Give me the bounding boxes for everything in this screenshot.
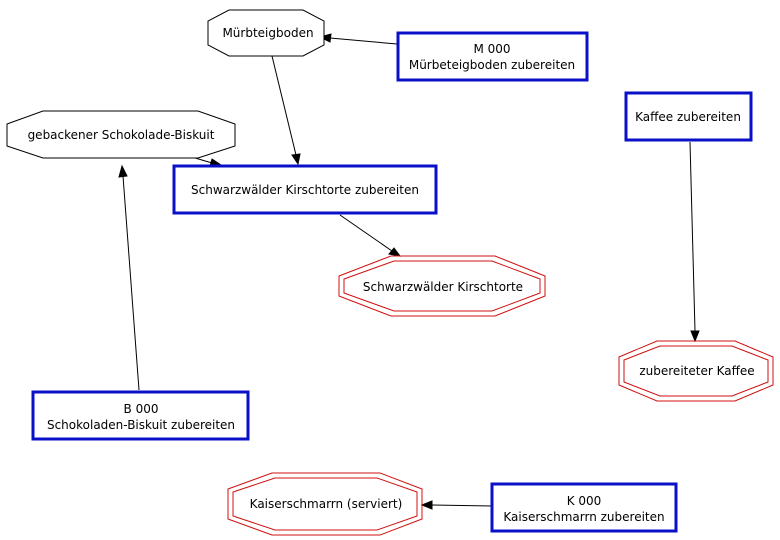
node-schwarzwaelder-kirschtorte[interactable]: Schwarzwälder Kirschtorte: [338, 255, 546, 317]
node-k000-code: K 000: [567, 494, 602, 508]
edge-b000-to-biskuit: [118, 164, 140, 391]
node-zubereiteter-kaffee-label: zubereiteter Kaffee: [639, 364, 754, 378]
node-schwarzwaelder-kirschtorte-label: Schwarzwälder Kirschtorte: [363, 280, 523, 294]
node-k000-label: Kaiserschmarrn zubereiten: [503, 510, 664, 524]
node-m000-label: Mürbeteigboden zubereiten: [409, 58, 575, 72]
node-schwarzwaelder-kirschtorte-task-label: Schwarzwälder Kirschtorte zubereiten: [191, 183, 419, 197]
node-schwarzwaelder-kirschtorte-task[interactable]: Schwarzwälder Kirschtorte zubereiten: [172, 164, 438, 215]
edge-m000-to-muerbteigboden: [318, 33, 398, 45]
edge-torte-task-to-torte: [339, 214, 402, 257]
node-muerbteigboden-label: Mürbteigboden: [222, 26, 313, 40]
node-b000-code: B 000: [124, 402, 159, 416]
node-muerbteigboden[interactable]: Mürbteigboden: [207, 9, 325, 57]
node-kaffee-task-label: Kaffee zubereiten: [635, 110, 741, 124]
node-b000-task[interactable]: B 000 Schokoladen-Biskuit zubereiten: [31, 390, 250, 441]
node-m000-task[interactable]: M 000 Mürbeteigboden zubereiten: [396, 31, 589, 82]
edge-muerbteigboden-to-torte-task: [271, 55, 301, 166]
node-gebackener-biskuit[interactable]: gebackener Schokolade-Biskuit: [6, 110, 236, 159]
node-b000-label: Schokoladen-Biskuit zubereiten: [47, 418, 235, 432]
node-kaiserschmarrn-serviert[interactable]: Kaiserschmarrn (serviert): [227, 472, 423, 536]
node-kaiserschmarrn-serviert-label: Kaiserschmarrn (serviert): [250, 497, 403, 511]
edge-kaffee-task-to-kaffee: [689, 141, 700, 343]
node-k000-task[interactable]: K 000 Kaiserschmarrn zubereiten: [490, 482, 678, 533]
node-kaffee-task[interactable]: Kaffee zubereiten: [624, 91, 753, 142]
node-gebackener-biskuit-label: gebackener Schokolade-Biskuit: [28, 128, 215, 142]
node-m000-code: M 000: [473, 42, 510, 56]
edge-k000-to-kaiserschmarrn: [420, 500, 493, 510]
node-zubereiteter-kaffee[interactable]: zubereiteter Kaffee: [618, 340, 774, 402]
